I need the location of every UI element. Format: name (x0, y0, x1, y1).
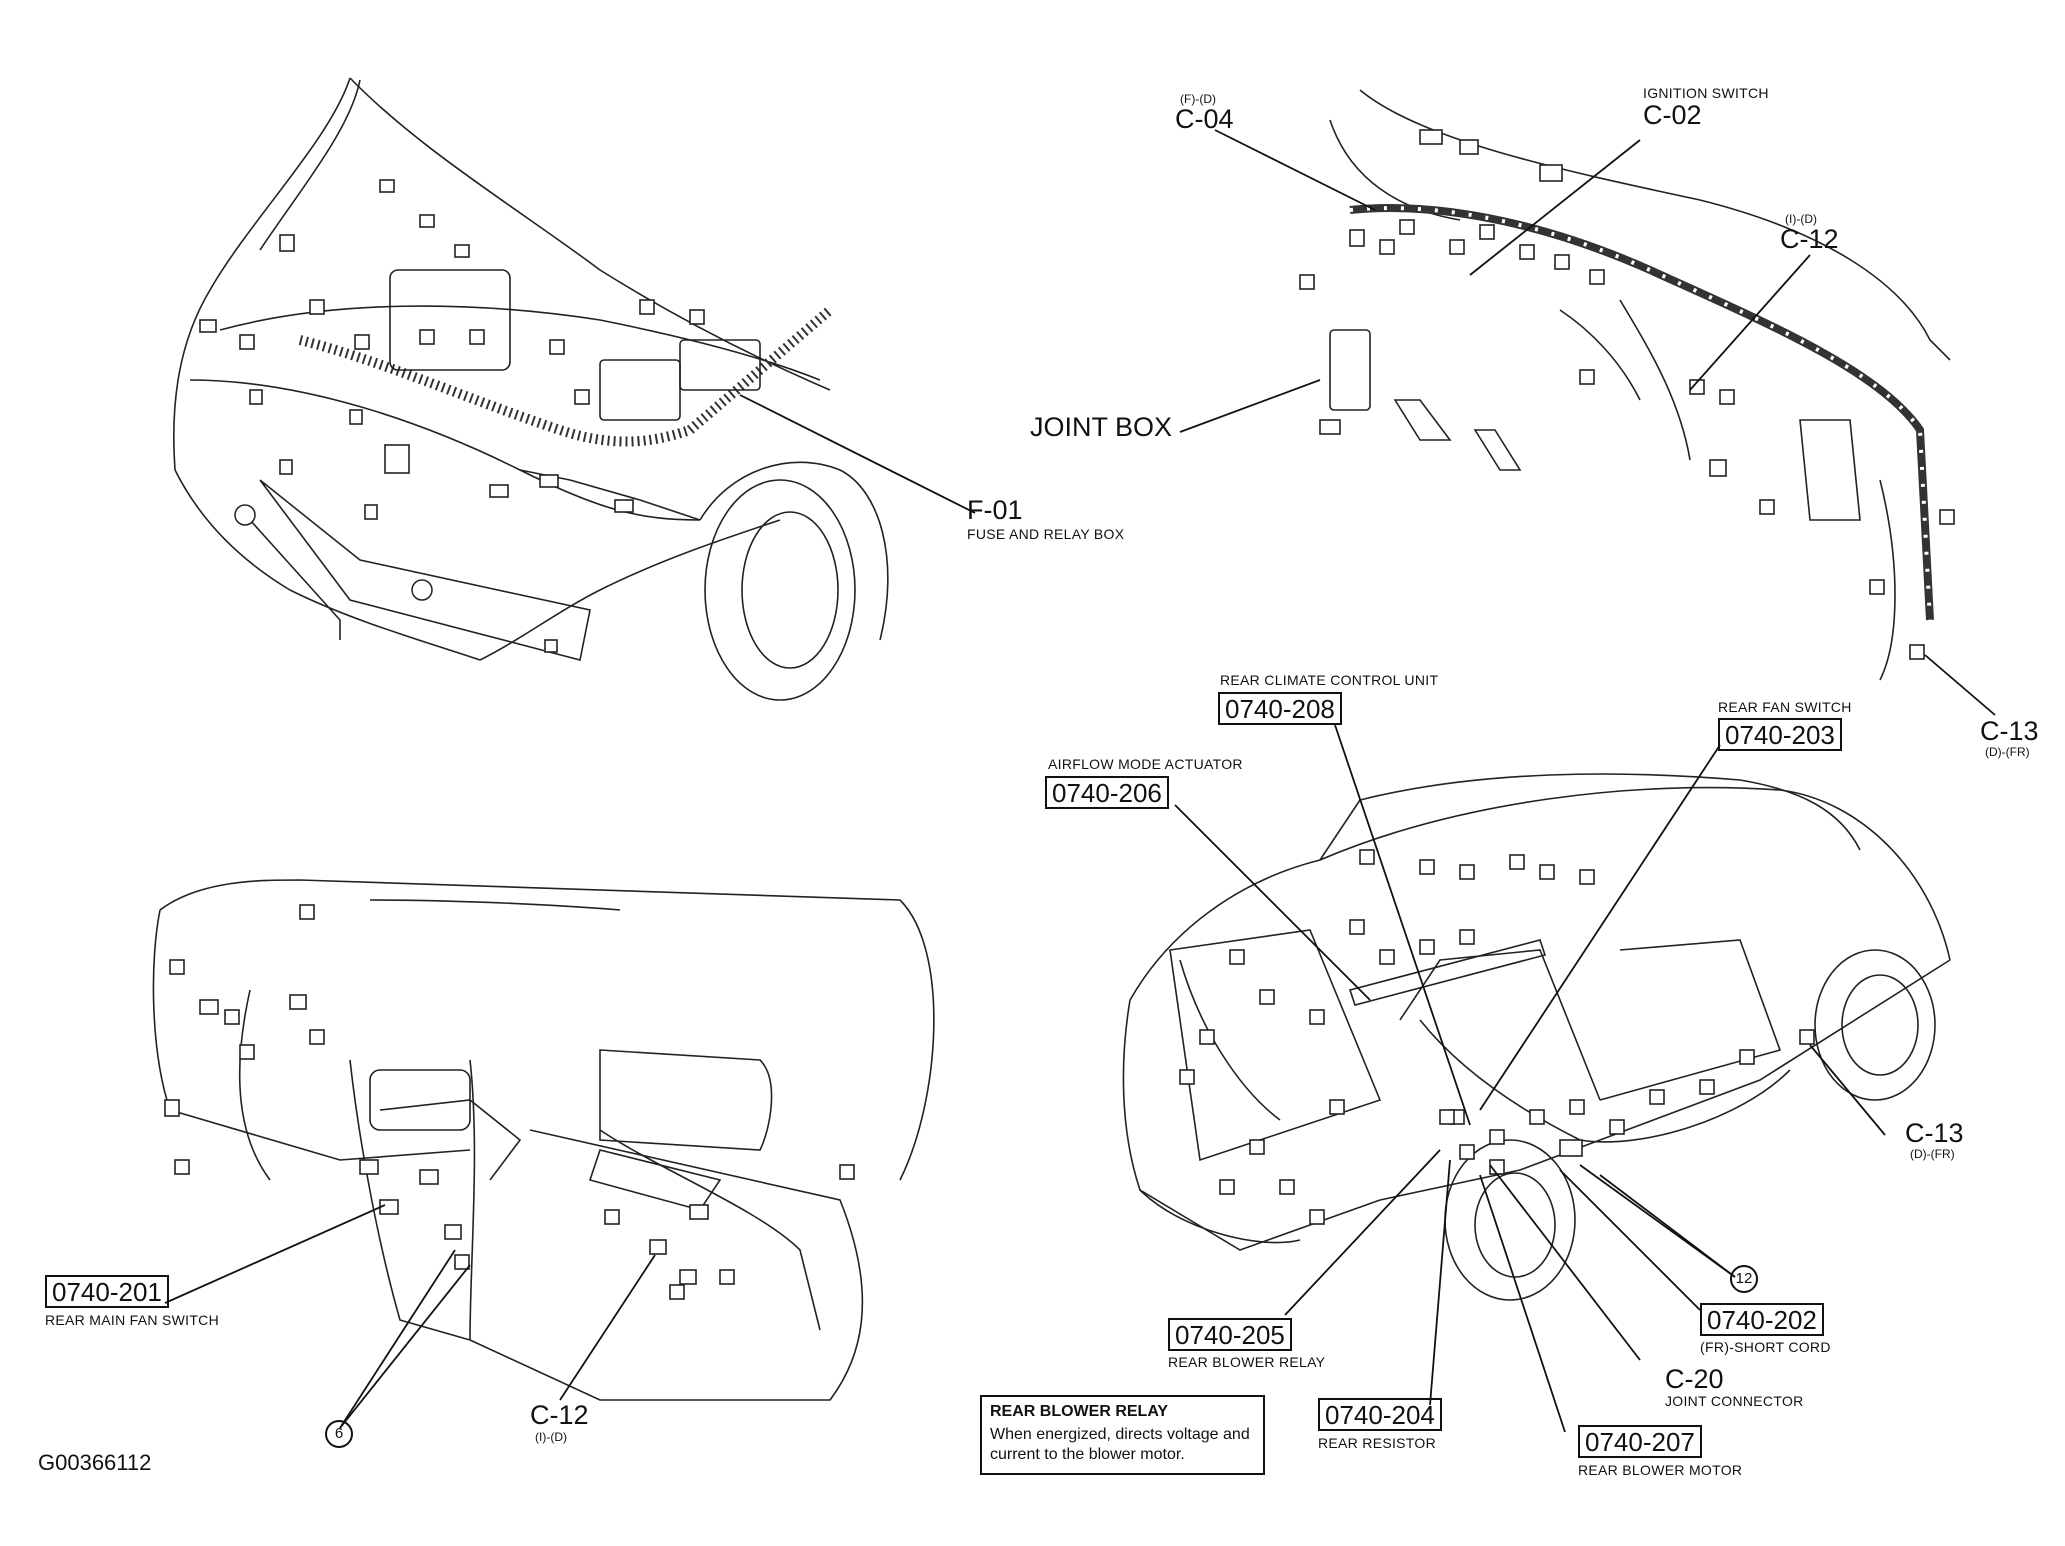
f01-code: F-01 (967, 495, 1023, 525)
c13-code-top: C-13 (1980, 716, 2039, 746)
c12-side-top: (I)-(D) (1785, 212, 1817, 226)
rear-vehicle-drawing (1122, 773, 1951, 1301)
rear-main-fan-switch-desc: REAR MAIN FAN SWITCH (45, 1312, 220, 1328)
rear-climate-code: 0740-208 (1218, 692, 1342, 725)
c12-code-bottom: C-12 (530, 1400, 589, 1430)
callout-circle-12: 12 (1730, 1265, 1758, 1293)
airflow-actuator-code: 0740-206 (1045, 776, 1169, 809)
c04-code: C-04 (1175, 104, 1234, 134)
c02-code: C-02 (1643, 100, 1702, 130)
airflow-actuator-desc: AIRFLOW MODE ACTUATOR (1048, 756, 1243, 772)
c12-side-bottom: (I)-(D) (535, 1430, 567, 1444)
instrument-panel-harness-drawing (1299, 89, 1955, 681)
rear-blower-motor-desc: REAR BLOWER MOTOR (1578, 1462, 1743, 1478)
rear-blower-relay-desc: REAR BLOWER RELAY (1168, 1354, 1326, 1370)
c04-side: (F)-(D) (1180, 92, 1216, 106)
c13-side-top: (D)-(FR) (1985, 745, 2030, 759)
c12-code-top: C-12 (1780, 224, 1839, 254)
c13-code-bottom: C-13 (1905, 1118, 1964, 1148)
callout-circle-6: 6 (325, 1420, 353, 1448)
engine-compartment-drawing (172, 77, 889, 701)
short-cord-desc: (FR)-SHORT CORD (1700, 1339, 1831, 1355)
rear-blower-motor-code: 0740-207 (1578, 1425, 1702, 1458)
rear-climate-desc: REAR CLIMATE CONTROL UNIT (1220, 672, 1439, 688)
rear-fan-switch-code: 0740-203 (1718, 718, 1842, 751)
c13-side-bottom: (D)-(FR) (1910, 1147, 1955, 1161)
rear-blower-relay-note: REAR BLOWER RELAY When energized, direct… (980, 1395, 1265, 1475)
note-title: REAR BLOWER RELAY (990, 1403, 1169, 1420)
dashboard-drawing (152, 879, 935, 1401)
c02-desc: IGNITION SWITCH (1643, 85, 1769, 101)
rear-fan-switch-desc: REAR FAN SWITCH (1718, 699, 1852, 715)
c20-desc: JOINT CONNECTOR (1665, 1393, 1804, 1409)
joint-box-label: JOINT BOX (1030, 412, 1173, 442)
rear-resistor-desc: REAR RESISTOR (1318, 1435, 1436, 1451)
figure-code: G00366112 (38, 1450, 152, 1475)
note-text: When energized, directs voltage and curr… (990, 1426, 1250, 1463)
rear-resistor-code: 0740-204 (1318, 1398, 1442, 1431)
f01-desc: FUSE AND RELAY BOX (967, 526, 1125, 542)
c20-code: C-20 (1665, 1364, 1724, 1394)
short-cord-code: 0740-202 (1700, 1303, 1824, 1336)
rear-blower-relay-code: 0740-205 (1168, 1318, 1292, 1351)
rear-main-fan-switch-code: 0740-201 (45, 1275, 169, 1308)
